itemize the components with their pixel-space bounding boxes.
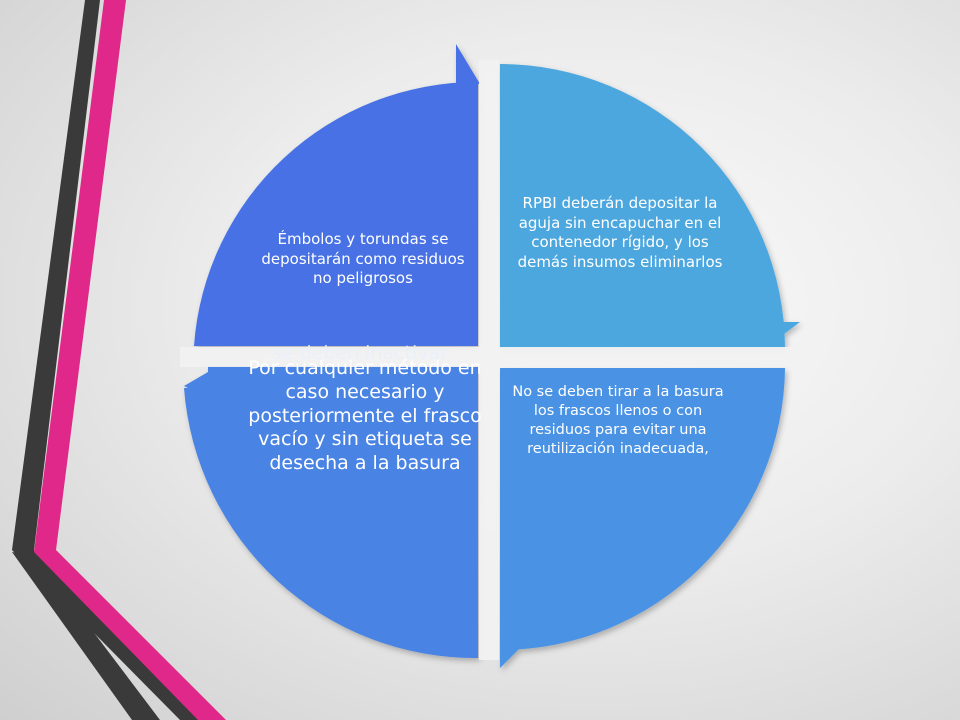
decorative-stripes xyxy=(12,0,226,720)
quadrant-top-left xyxy=(194,81,478,346)
quadrant-bottom-right xyxy=(500,368,785,650)
pink-stripe xyxy=(34,0,226,720)
quadrant-top-right xyxy=(500,64,785,348)
segment-text-top-left: Émbolos y torundas se depositarán como r… xyxy=(261,230,465,287)
segment-text-top-right: RPBI deberán depositar la aguja sin enca… xyxy=(517,194,723,271)
arrow-bottom-right xyxy=(500,632,522,668)
arrow-top-right xyxy=(768,322,800,346)
segment-text-bottom-right: No se deben tirar a la basura los frasco… xyxy=(512,384,724,457)
arrow-bottom-left xyxy=(184,372,208,398)
segment-text-bottom-left-overflow: se deben inactivar xyxy=(271,342,449,364)
arrow-top-left xyxy=(456,44,480,84)
cycle-diagram xyxy=(184,44,800,668)
quadrant-dividers xyxy=(180,60,800,660)
quadrant-bottom-left xyxy=(184,366,478,659)
dark-stripe xyxy=(12,0,205,720)
segment-text-bottom-left: Por cualquier método en caso necesario y… xyxy=(248,357,482,474)
dark-stripe-lower xyxy=(12,552,160,720)
